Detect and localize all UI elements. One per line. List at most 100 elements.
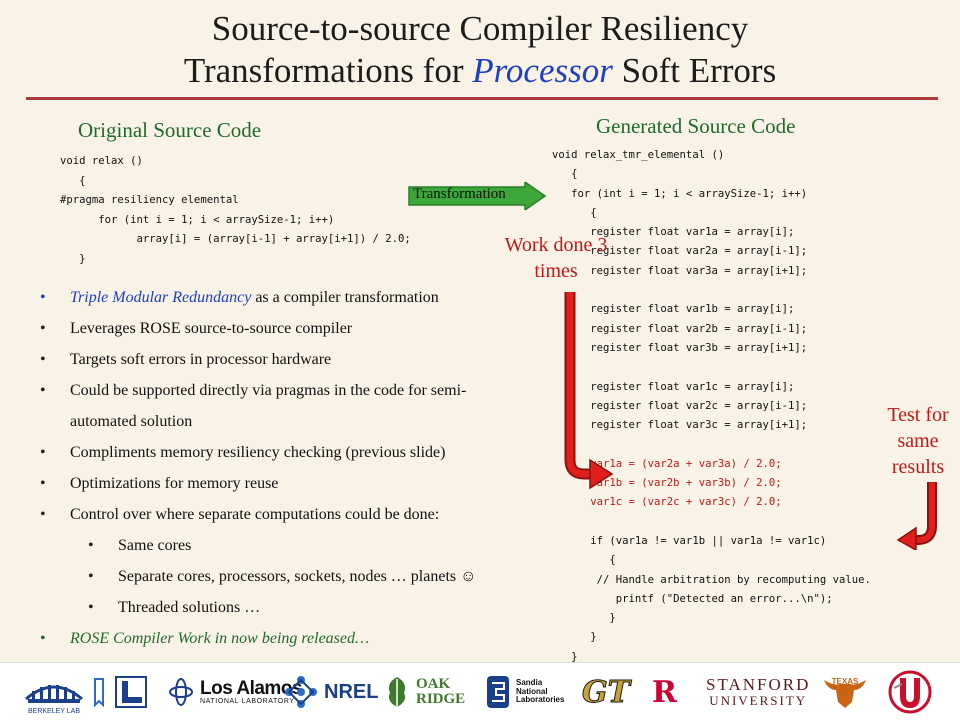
right-arrow-icon [408,182,547,210]
code-line: // Handle arbitration by recomputing val… [552,573,871,586]
utah-text: U [910,693,911,695]
code-line: register float var1c = array[i]; [552,380,795,393]
transformation-label: Transformation [413,186,506,202]
code-line: register float var1b = array[i]; [552,303,795,316]
bullet-text: Separate cores, processors, sockets, nod… [118,568,477,585]
bullet-text: Compliments memory resiliency checking (… [70,444,446,461]
stanford-text: STANFORD UNIVERSITY [706,676,810,707]
generated-code-heading: Generated Source Code [596,114,796,138]
code-line: if (var1a != var1b || var1a != var1c) [552,534,827,547]
code-line: array[i] = (array[i-1] + array[i+1]) / 2… [60,233,411,245]
code-line-highlight: var1c = (var2c + var3c) / 2.0; [552,496,782,509]
bullet-item: Leverages ROSE source-to-source compiler [36,313,556,344]
rutgers-text: R [652,674,677,710]
code-line: for (int i = 1; i < arraySize-1; i++) [60,213,335,226]
bullet-item: Triple Modular Redundancy as a compiler … [36,282,556,313]
transformation-arrow: Transformation [407,182,547,210]
code-line: { [552,168,578,181]
llnl-logo [114,663,148,721]
original-code-heading: Original Source Code [78,118,262,142]
code-line: for (int i = 1; i < arraySize-1; i++) [552,187,808,200]
oak-ridge-text: OAK RIDGE [416,677,465,707]
bullet-text: Control over where separate computations… [70,506,440,523]
bullet-item: Could be supported directly via pragmas … [36,375,556,437]
title-line-2: Transformations for Processor Soft Error… [0,50,960,92]
slide-title: Source-to-source Compiler Resiliency Tra… [0,8,960,92]
bullet-text: Targets soft errors in processor hardwar… [70,351,332,368]
georgia-tech-logo: GT [582,663,631,721]
los-alamos-logo: Los Alamos NATIONAL LABORATORY [168,663,303,721]
code-line: register float var3c = array[i+1]; [552,419,808,432]
berkeley-lab-text: BERKELEY LAB [28,708,80,715]
code-line: void relax_tmr_elemental () [552,149,725,161]
title-highlight: Processor [472,51,613,90]
code-line-highlight: var1a = (var2a + var3a) / 2.0; [552,457,782,470]
los-alamos-text: Los Alamos NATIONAL LABORATORY [200,678,303,705]
code-line: register float var3a = array[i+1]; [552,264,808,277]
sandia-national: National [516,686,548,696]
code-line: register float var2b = array[i-1]; [552,322,808,335]
curved-arrow-icon [896,482,937,550]
utah-u-icon: U [888,670,932,714]
title-line-2-pre: Transformations for [183,51,473,90]
nrel-logo: NREL [284,663,378,721]
code-line: } [552,650,578,663]
curved-arrow-icon [564,292,614,490]
longhorn-icon: TEXAS [824,677,866,708]
sandia-text: Sandia National Laboratories [516,678,564,705]
sub-bullet-item: Same cores [36,530,556,561]
los-alamos-name: Los Alamos [200,678,303,699]
logo-bar: BERKELEY LAB Los Alamos NATIONAL LABORAT… [0,662,960,721]
oak-leaf-icon [388,677,406,707]
oak-ridge-logo: OAK RIDGE [384,663,465,721]
bullet-item: Targets soft errors in processor hardwar… [36,344,556,375]
bullet-item: ROSE Compiler Work in now being released… [36,623,556,654]
title-divider [26,97,938,100]
gt-text: GT [582,674,631,710]
code-line: } [552,612,616,625]
texas-logo: TEXAS [822,663,868,721]
bullet-text: Could be supported directly via pragmas … [70,382,467,399]
generated-code-block: void relax_tmr_elemental () { for (int i… [552,146,871,667]
code-line: #pragma resiliency elemental [60,194,239,206]
code-line: printf ("Detected an error...\n"); [552,592,833,605]
bullet-text: Optimizations for memory reuse [70,475,279,492]
code-line: { [552,206,597,219]
sandia-logo: Sandia National Laboratories [486,663,564,721]
berkeley-lab-logo: BERKELEY LAB [22,663,106,721]
nrel-text: NREL [324,680,379,703]
sub-bullet-item: Threaded solutions … [36,592,556,623]
bullet-item: Control over where separate computations… [36,499,556,530]
bullet-emphasis: Triple Modular Redundancy [70,289,252,306]
stanford-university: UNIVERSITY [709,693,808,709]
bullet-text: automated solution [70,413,193,430]
bullet-list: Triple Modular Redundancy as a compiler … [36,282,556,654]
code-line: { [552,554,616,567]
bullet-text: Leverages ROSE source-to-source compiler [70,320,353,337]
sub-bullet-item: Separate cores, processors, sockets, nod… [36,561,556,592]
oak-ridge-oak: OAK [416,676,451,692]
ribbon-icon [94,678,104,707]
title-line-2-post: Soft Errors [612,51,777,90]
stanford-name: STANFORD [706,675,811,695]
code-line: register float var3b = array[i+1]; [552,341,808,354]
utah-logo: U [888,663,932,721]
berkeley-lab-icon: BERKELEY LAB [25,685,83,715]
l-block-icon [115,676,147,708]
code-line: { [60,174,86,187]
test-same-results-annotation: Test for same results [887,404,949,478]
sandia-name: Sandia [516,678,543,688]
bullet-text: Threaded solutions … [118,599,261,616]
code-line: register float var2c = array[i-1]; [552,399,808,412]
lattice-icon [285,676,317,708]
bullet-text: as a compiler transformation [251,289,439,306]
bullet-text: ROSE Compiler Work in now being released… [70,630,370,647]
code-line: void relax () [60,155,143,167]
rutgers-logo: R [652,663,677,721]
bullet-item: Compliments memory resiliency checking (… [36,437,556,468]
work-done-annotation: Work done 3 times [504,234,608,282]
original-code-block: void relax () { #pragma resiliency eleme… [60,152,411,269]
sandia-thunderbird-icon [487,676,509,708]
oak-ridge-ridge: RIDGE [416,691,466,707]
